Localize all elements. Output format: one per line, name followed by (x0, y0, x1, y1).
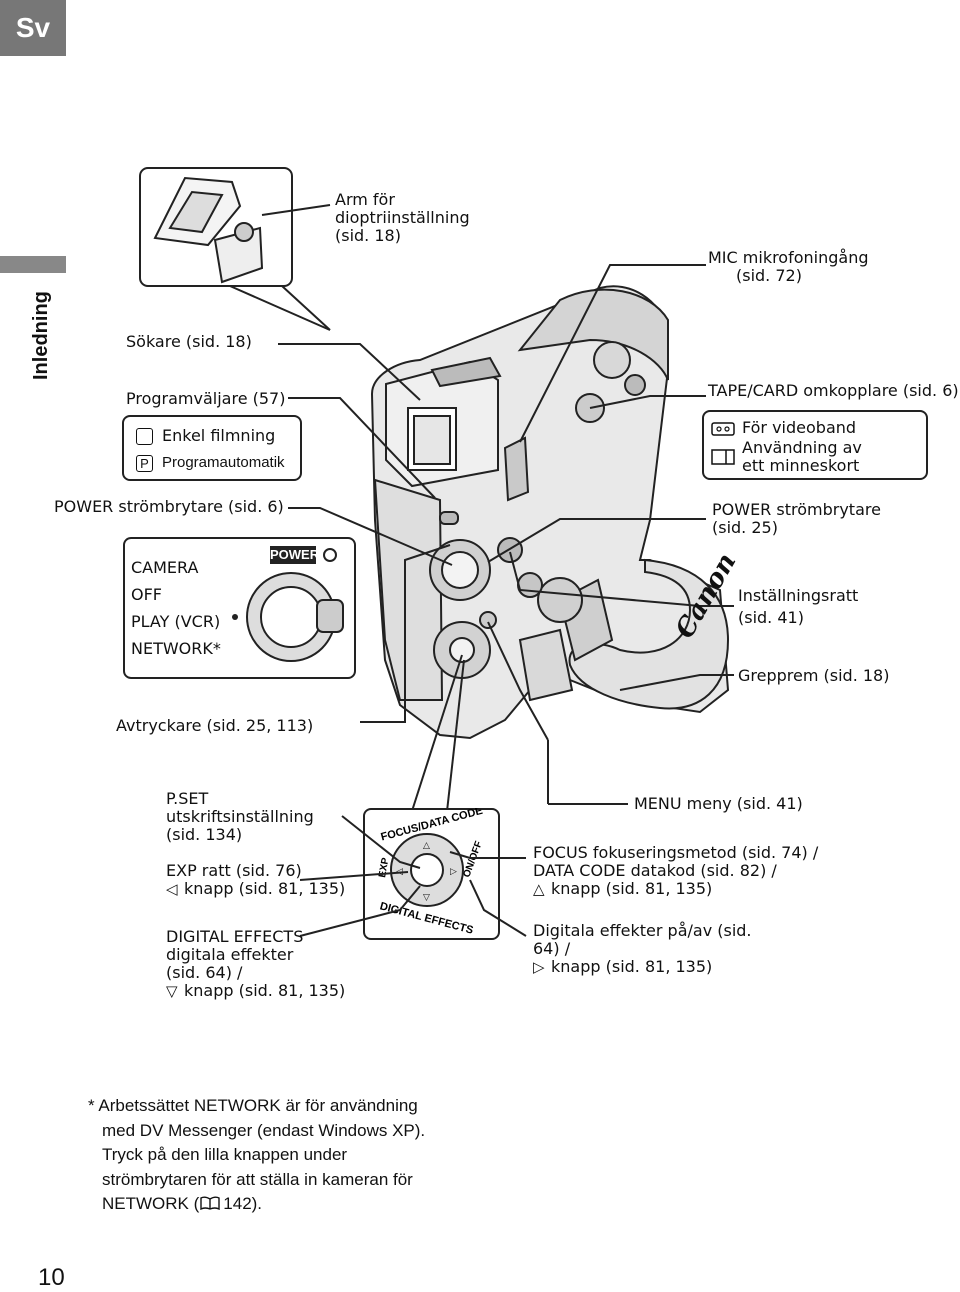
pset-label-2: utskriftsinställning (166, 807, 314, 826)
mode-network-label: NETWORK* (131, 639, 221, 658)
grip-belt-label: Grepprem (sid. 18) (738, 666, 890, 685)
shutter-label: Avtryckare (sid. 25, 113) (116, 716, 314, 735)
setting-dial-label-2: (sid. 41) (738, 608, 804, 627)
arm-label-1: Arm för (335, 190, 395, 209)
footnote-line-4: strömbrytaren för att ställa in kameran … (102, 1169, 413, 1189)
right-arrow-icon: ▷ (533, 958, 545, 976)
section-marker-bar (0, 256, 66, 273)
program-ae-icon: P (136, 455, 153, 472)
de-label-4: ▽knapp (sid. 81, 135) (166, 981, 346, 1000)
focus-label-1: FOCUS fokuseringsmetod (sid. 74) / (533, 843, 819, 862)
de-onoff-label-3: ▷knapp (sid. 81, 135) (533, 957, 713, 976)
svg-text:▷: ▷ (450, 867, 457, 877)
focus-label-3: △knapp (sid. 81, 135) (533, 879, 713, 898)
up-arrow-icon: △ (533, 880, 545, 898)
exp-label-1: EXP ratt (sid. 76) (166, 861, 302, 880)
setting-dial-label-1: Inställningsratt (738, 586, 859, 605)
card-label-1: Användning av (742, 438, 862, 457)
diopter-inset-box (139, 167, 293, 287)
de-onoff-label-2: 64) / (533, 939, 571, 958)
tape-card-box (702, 410, 928, 480)
easy-recording-icon (136, 428, 153, 445)
viewfinder-label: Sökare (sid. 18) (126, 332, 252, 351)
power-badge: POWER (270, 546, 320, 564)
de-label-3: (sid. 64) / (166, 963, 243, 982)
page-number: 10 (38, 1264, 65, 1291)
pset-label-1: P.SET (166, 789, 209, 808)
de-label-2: digitala effekter (166, 945, 294, 964)
svg-text:▽: ▽ (423, 893, 430, 903)
footnote-line-5: NETWORK (142). (102, 1194, 263, 1213)
arm-label-2: dioptriinställning (335, 208, 470, 227)
power-switch-right-label-1: POWER strömbrytare (712, 500, 881, 519)
pset-label-3: (sid. 134) (166, 825, 243, 844)
power-switch-left-label: POWER strömbrytare (sid. 6) (54, 497, 284, 516)
exp-label-2: ◁knapp (sid. 81, 135) (166, 879, 346, 898)
arm-label-3: (sid. 18) (335, 226, 401, 245)
card-label-2: ett minneskort (742, 456, 860, 475)
control-dial-icon: △ ▽ ◁ ▷ FOCUS/DATA CODE DIGITAL EFFECTS … (377, 808, 485, 936)
easy-recording-label: Enkel filmning (162, 426, 276, 445)
menu-label: MENU meny (sid. 41) (634, 794, 803, 813)
mode-off-label: OFF (131, 585, 162, 604)
book-icon (200, 1196, 220, 1211)
de-label-1: DIGITAL EFFECTS (166, 927, 304, 946)
tape-label: För videoband (742, 418, 857, 437)
tape-icon (711, 422, 735, 436)
program-selector-label: Programväljare (57) (126, 389, 286, 408)
power-dial-icon (232, 548, 344, 662)
mic-label-2: (sid. 72) (736, 266, 802, 285)
left-arrow-icon: ◁ (166, 880, 178, 898)
language-tab: Sv (0, 0, 66, 56)
svg-text:△: △ (423, 841, 430, 851)
footnote-line-3: Tryck på den lilla knappen under (102, 1145, 348, 1164)
power-switch-right-label-2: (sid. 25) (712, 518, 778, 537)
mode-play-label: PLAY (VCR) (131, 612, 221, 631)
footnote-line-2: med DV Messenger (endast Windows XP). (102, 1120, 426, 1140)
tape-card-label: TAPE/CARD omkopplare (sid. 6) (708, 381, 959, 400)
mode-camera-label: CAMERA (131, 558, 199, 577)
footnote-line-1: * Arbetssättet NETWORK är för användning (88, 1096, 418, 1115)
program-ae-label: Programautomatik (162, 454, 285, 471)
mic-label-1: MIC mikrofoningång (708, 248, 869, 267)
footnote: * Arbetssättet NETWORK är för användning… (88, 1094, 468, 1217)
focus-label-2: DATA CODE datakod (sid. 82) / (533, 861, 777, 880)
de-onoff-label-1: Digitala effekter på/av (sid. (533, 921, 752, 940)
down-arrow-icon: ▽ (166, 982, 178, 1000)
card-icon (711, 449, 735, 465)
